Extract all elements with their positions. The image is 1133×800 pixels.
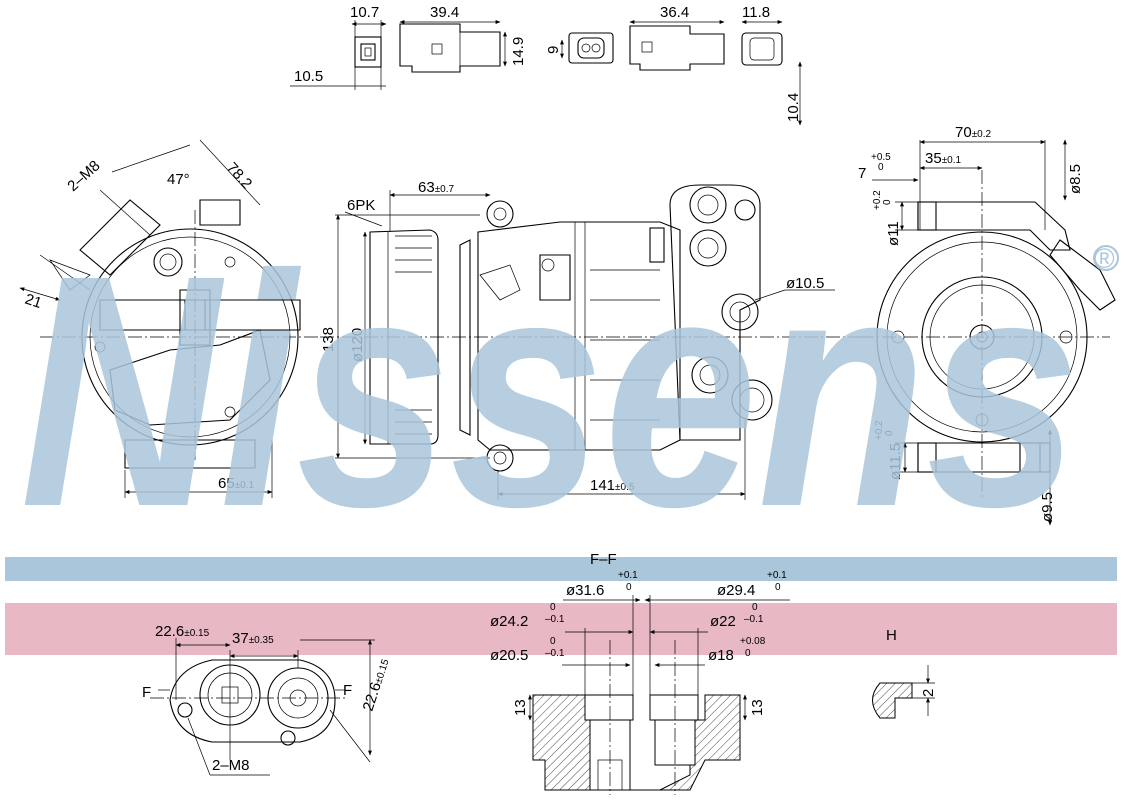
seat-left-tol-lower: –0.1 xyxy=(545,614,565,625)
port-distance: 22.6±0.15 xyxy=(155,623,210,640)
depth-right: 13 xyxy=(749,699,766,716)
section-title: F–F xyxy=(590,551,617,568)
depth-left: 13 xyxy=(512,699,529,716)
rear-upper-bore-tol-upper: +0.2 xyxy=(872,190,883,210)
front-thread: 2–M8 xyxy=(64,157,103,195)
port-thread: 2–M8 xyxy=(212,757,250,774)
side-view xyxy=(320,184,870,500)
rear-depth: 7 xyxy=(858,165,866,182)
bore-right-tol-upper: +0.1 xyxy=(767,570,787,581)
inner-left: ø20.5 xyxy=(490,647,528,664)
port-detail xyxy=(150,638,375,776)
seat-left: ø24.2 xyxy=(490,613,528,630)
connector-details xyxy=(290,20,802,126)
rear-upper-bore-tol-lower: 0 xyxy=(882,199,893,205)
front-view xyxy=(19,139,320,498)
section-ff xyxy=(528,595,790,795)
c1-width: 10.7 xyxy=(350,4,379,21)
rear-lower-bore: ø11.5 xyxy=(887,443,904,480)
body-length: 141±0.5 xyxy=(590,477,635,494)
c5-width: 11.8 xyxy=(742,4,770,21)
registered-mark: ® xyxy=(1094,243,1115,274)
rear-depth-tol-upper: +0.5 xyxy=(871,152,891,163)
c3-height: 9 xyxy=(545,46,562,54)
seat-right-tol-upper: 0 xyxy=(752,602,758,613)
registered-mark-ring xyxy=(1093,245,1119,271)
port-spacing: 37±0.35 xyxy=(232,630,274,647)
rear-lower-bore-tol-lower: 0 xyxy=(884,430,895,436)
rear-width: 70±0.2 xyxy=(955,124,992,141)
rear-view xyxy=(860,139,1116,526)
c5-height: 10.4 xyxy=(785,93,802,122)
bore-left: ø31.6 xyxy=(566,582,604,599)
front-diag: 78.2 xyxy=(223,159,255,192)
pulley-dia: ø120 xyxy=(349,328,366,362)
inner-left-tol-lower: –0.1 xyxy=(545,648,565,659)
c1-pin: 10.5 xyxy=(294,68,323,85)
port-section-mark-right: F xyxy=(343,682,352,699)
rear-lower-bore-tol-upper: +0.2 xyxy=(874,420,885,440)
rear-upper-bore: ø11 xyxy=(885,221,902,246)
front-offset: 21 xyxy=(23,291,44,312)
detail-h xyxy=(872,665,935,719)
bore-right: ø29.4 xyxy=(717,582,755,599)
rear-top-dia: ø8.5 xyxy=(1067,164,1084,194)
bore-left-tol-lower: 0 xyxy=(626,582,632,593)
port-diag: 22.6±0.15 xyxy=(360,656,393,713)
rear-depth-tol-lower: 0 xyxy=(878,162,884,173)
seat-right-tol-lower: –0.1 xyxy=(744,614,764,625)
mount-hole: ø10.5 xyxy=(786,275,824,292)
belt-type: 6PK xyxy=(347,197,375,214)
detail-h-label: H xyxy=(886,627,897,644)
pulley-offset: 63±0.7 xyxy=(418,179,455,196)
inner-right: ø18 xyxy=(708,647,734,664)
inner-left-tol-upper: 0 xyxy=(550,636,556,647)
section-band xyxy=(5,557,1117,581)
bore-right-tol-lower: 0 xyxy=(775,582,781,593)
c4-length: 36.4 xyxy=(660,4,689,21)
front-angle: 47° xyxy=(167,171,190,188)
seat-left-tol-upper: 0 xyxy=(550,602,556,613)
seat-right: ø22 xyxy=(710,613,736,630)
rear-lower-hole: ø9.5 xyxy=(1039,492,1056,522)
brand-watermark: Nissens xyxy=(20,206,1080,575)
c2-height: 14.9 xyxy=(510,37,527,66)
detail-h-step: 2 xyxy=(920,689,937,697)
port-section-mark-left: F xyxy=(142,684,151,701)
c2-length: 39.4 xyxy=(430,4,459,21)
bore-left-tol-upper: +0.1 xyxy=(618,570,638,581)
inner-right-tol-upper: +0.08 xyxy=(740,636,766,647)
total-height: 138 xyxy=(320,327,337,352)
inner-right-tol-lower: 0 xyxy=(745,648,751,659)
rear-inner: 35±0.1 xyxy=(925,150,962,167)
front-width: 65±0.1 xyxy=(218,475,255,492)
